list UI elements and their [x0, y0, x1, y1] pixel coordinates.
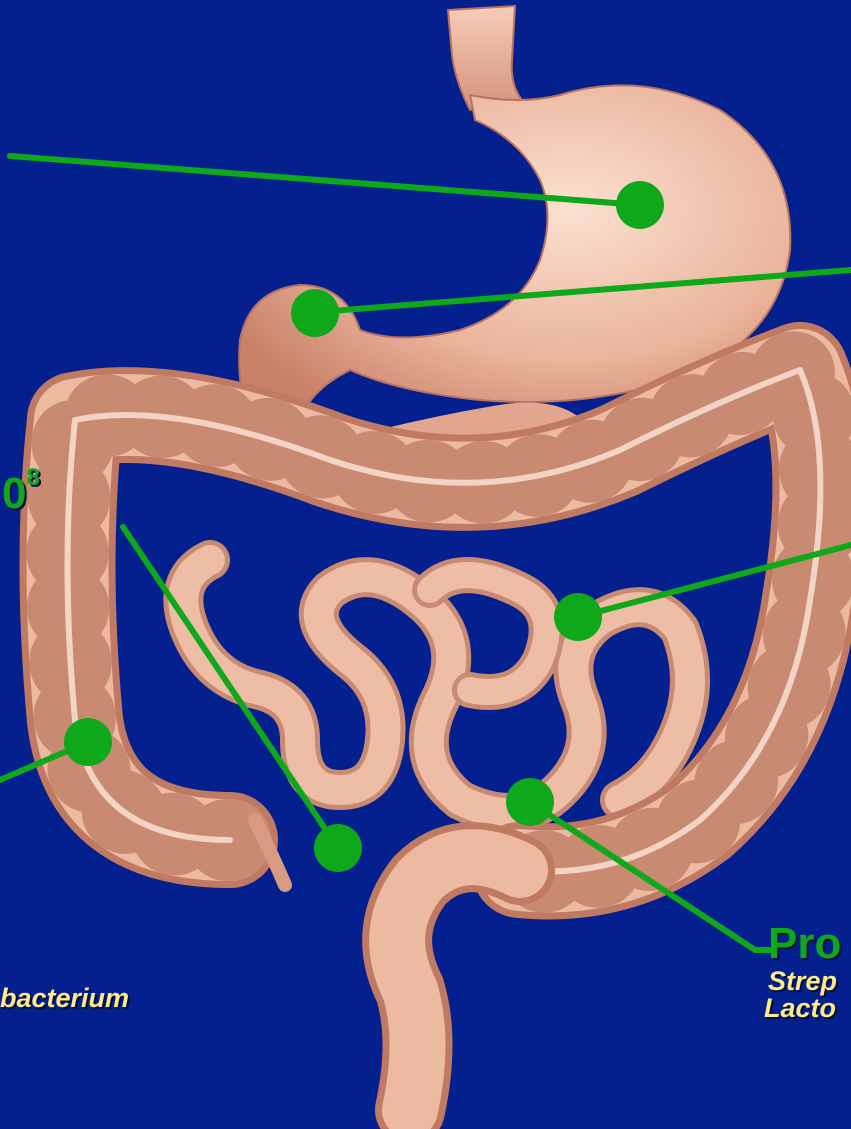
right-heading-label: Pro — [768, 922, 841, 966]
pointer-dot-sigmoid — [506, 778, 554, 826]
pointer-dot-jejunum — [554, 593, 602, 641]
pointer-dot-duodenum — [291, 289, 339, 337]
population-exponent-label: 08 — [2, 472, 40, 516]
pointer-dot-ileum — [314, 824, 362, 872]
left-genus-label: bacterium — [0, 985, 129, 1012]
esophagus — [448, 6, 522, 110]
pointer-dot-stomach — [616, 181, 664, 229]
right-genus-label-2: Lacto — [764, 995, 836, 1022]
right-genus-label-1: Strep — [768, 968, 837, 995]
exponent-superscript: 8 — [26, 464, 39, 491]
small-intestine — [183, 560, 690, 813]
pointer-dot-ascending-colon — [64, 718, 112, 766]
